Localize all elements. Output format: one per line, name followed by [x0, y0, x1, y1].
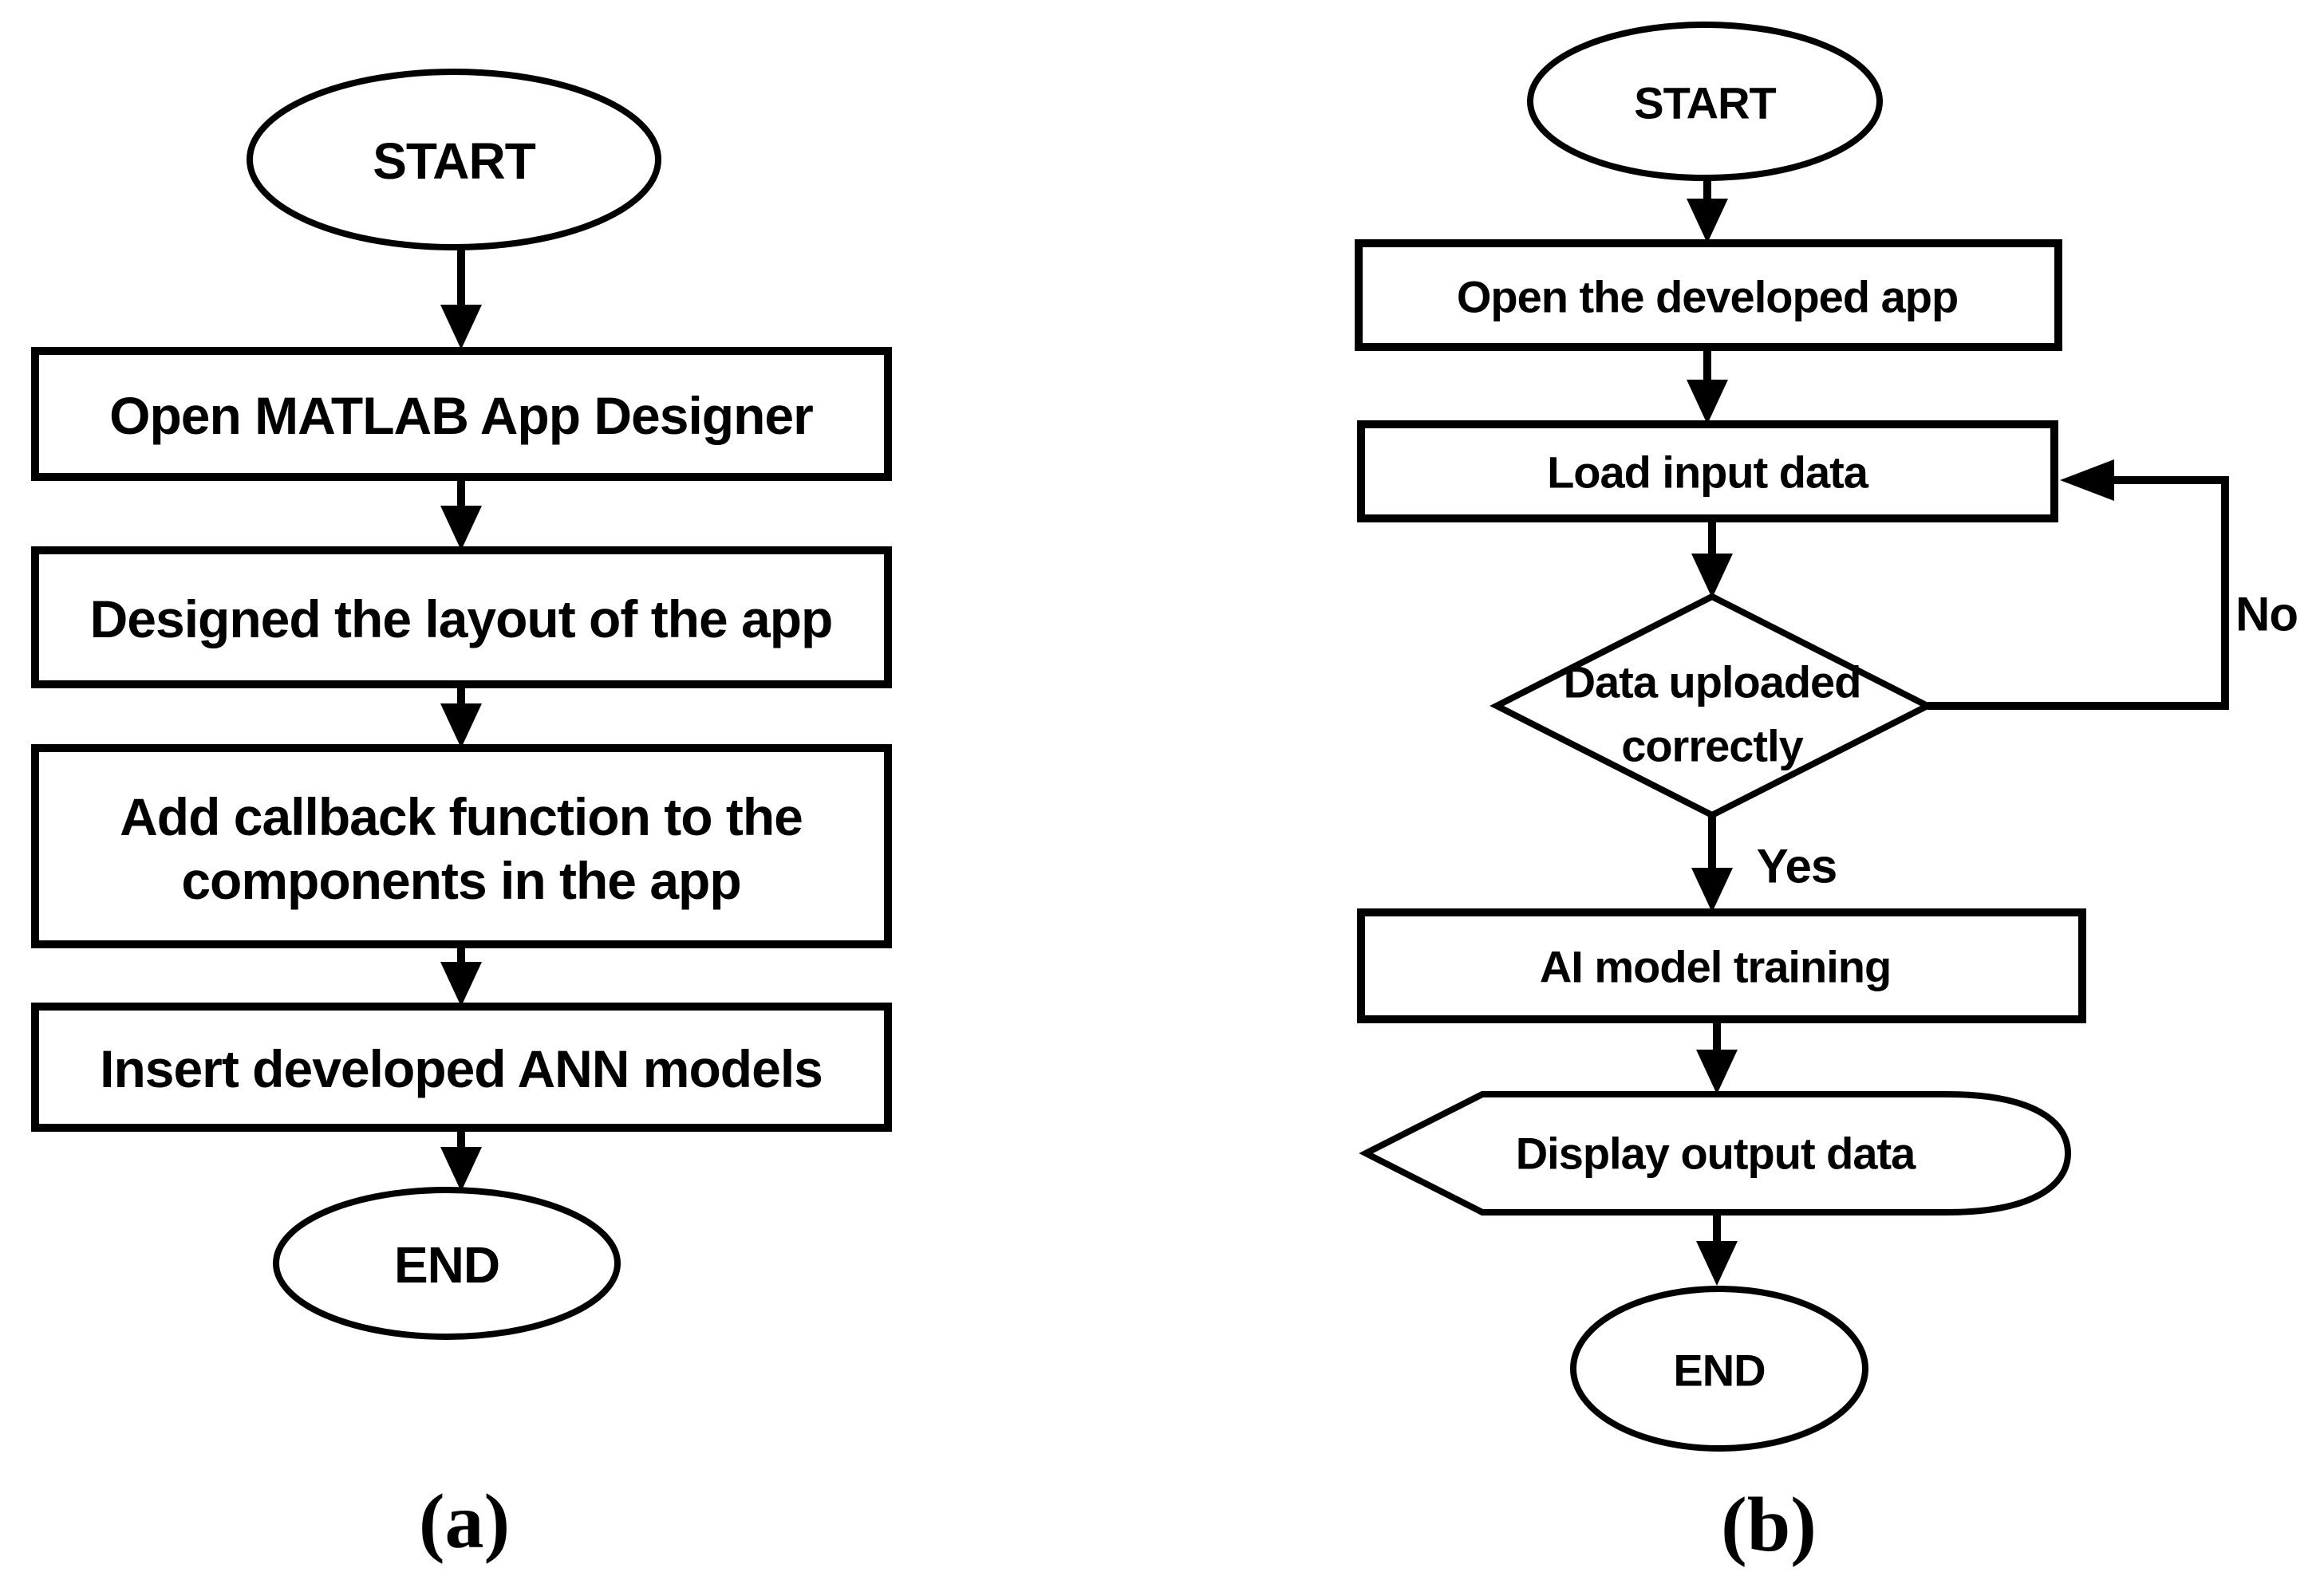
- a-step4-process-box: [31, 1003, 892, 1132]
- a-arrow-step4-to-end: [440, 1128, 482, 1192]
- a-step1-label: Open MATLAB App Designer: [109, 386, 813, 445]
- b-no-label: No: [2235, 588, 2298, 641]
- b-arrow-output-to-end: [1696, 1212, 1738, 1286]
- b-decision-label-line2: correctly: [1621, 721, 1803, 771]
- a-step3-process-box: [31, 744, 892, 948]
- a-arrow-4-head: [440, 962, 482, 1007]
- b-caption: (b): [1721, 1482, 1817, 1568]
- b-arrow-step3-to-output: [1696, 1019, 1738, 1094]
- b-arrow-3-head: [1691, 554, 1733, 598]
- b-step1-process-box: [1355, 239, 2062, 351]
- a-step2-label: Designed the layout of the app: [90, 589, 833, 648]
- a-end-label: END: [394, 1236, 499, 1294]
- a-arrow-5-head: [440, 1147, 482, 1192]
- b-no-loop-arrow-head: [2060, 459, 2114, 501]
- b-arrow-decision-to-step3: Yes: [1691, 815, 1837, 912]
- a-start-label: START: [373, 132, 535, 190]
- b-step3-process-box: [1357, 908, 2086, 1023]
- a-arrow-step2-to-step3: [440, 684, 482, 748]
- a-arrow-step1-to-step2: [440, 477, 482, 550]
- b-start-label: START: [1634, 78, 1776, 128]
- a-step1-process-box: [31, 347, 892, 481]
- a-step3-label-line2: components in the app: [181, 851, 740, 910]
- b-output-display-shape: [1359, 1091, 2072, 1216]
- b-arrow-5-head: [1696, 1050, 1738, 1094]
- a-arrow-start-to-step1: [440, 247, 482, 349]
- a-arrow-1-head: [440, 305, 482, 349]
- b-step2-process-box: [1357, 420, 2058, 522]
- b-arrow-1-head: [1687, 199, 1728, 243]
- b-yes-label: Yes: [1757, 840, 1837, 893]
- b-arrow-2-head: [1687, 380, 1728, 424]
- a-step3-label-line1: Add callback function to the: [120, 787, 803, 846]
- b-no-loop-line: [1927, 476, 2229, 710]
- diagram-b: START Open the developed app Load input …: [1355, 22, 2298, 1568]
- a-end-terminator: [273, 1187, 621, 1340]
- b-arrow-4-head: [1691, 868, 1733, 912]
- b-decision-label-line1: Data uploaded: [1564, 657, 1861, 707]
- b-arrow-6-head: [1696, 1241, 1738, 1286]
- a-start-terminator: [247, 69, 661, 250]
- a-arrow-2-head: [440, 506, 482, 550]
- b-arrow-start-to-step1: [1687, 178, 1728, 243]
- a-caption: (a): [419, 1479, 510, 1565]
- b-output-label: Display output data: [1516, 1129, 1916, 1179]
- diagram-a: START Open MATLAB App Designer Designed …: [31, 69, 892, 1565]
- a-step4-label: Insert developed ANN models: [100, 1039, 823, 1098]
- b-arrow-step1-to-step2: [1687, 347, 1728, 424]
- a-arrow-step3-to-step4: [440, 944, 482, 1007]
- b-end-label: END: [1673, 1346, 1765, 1396]
- a-arrow-3-head: [440, 703, 482, 748]
- b-step3-label: AI model training: [1540, 942, 1891, 992]
- b-arrow-step2-to-decision: [1691, 518, 1733, 598]
- b-end-terminator: [1570, 1286, 1868, 1452]
- b-step2-label: Load input data: [1547, 447, 1869, 498]
- b-step1-label: Open the developed app: [1457, 272, 1958, 322]
- b-no-loop: No: [1927, 459, 2298, 710]
